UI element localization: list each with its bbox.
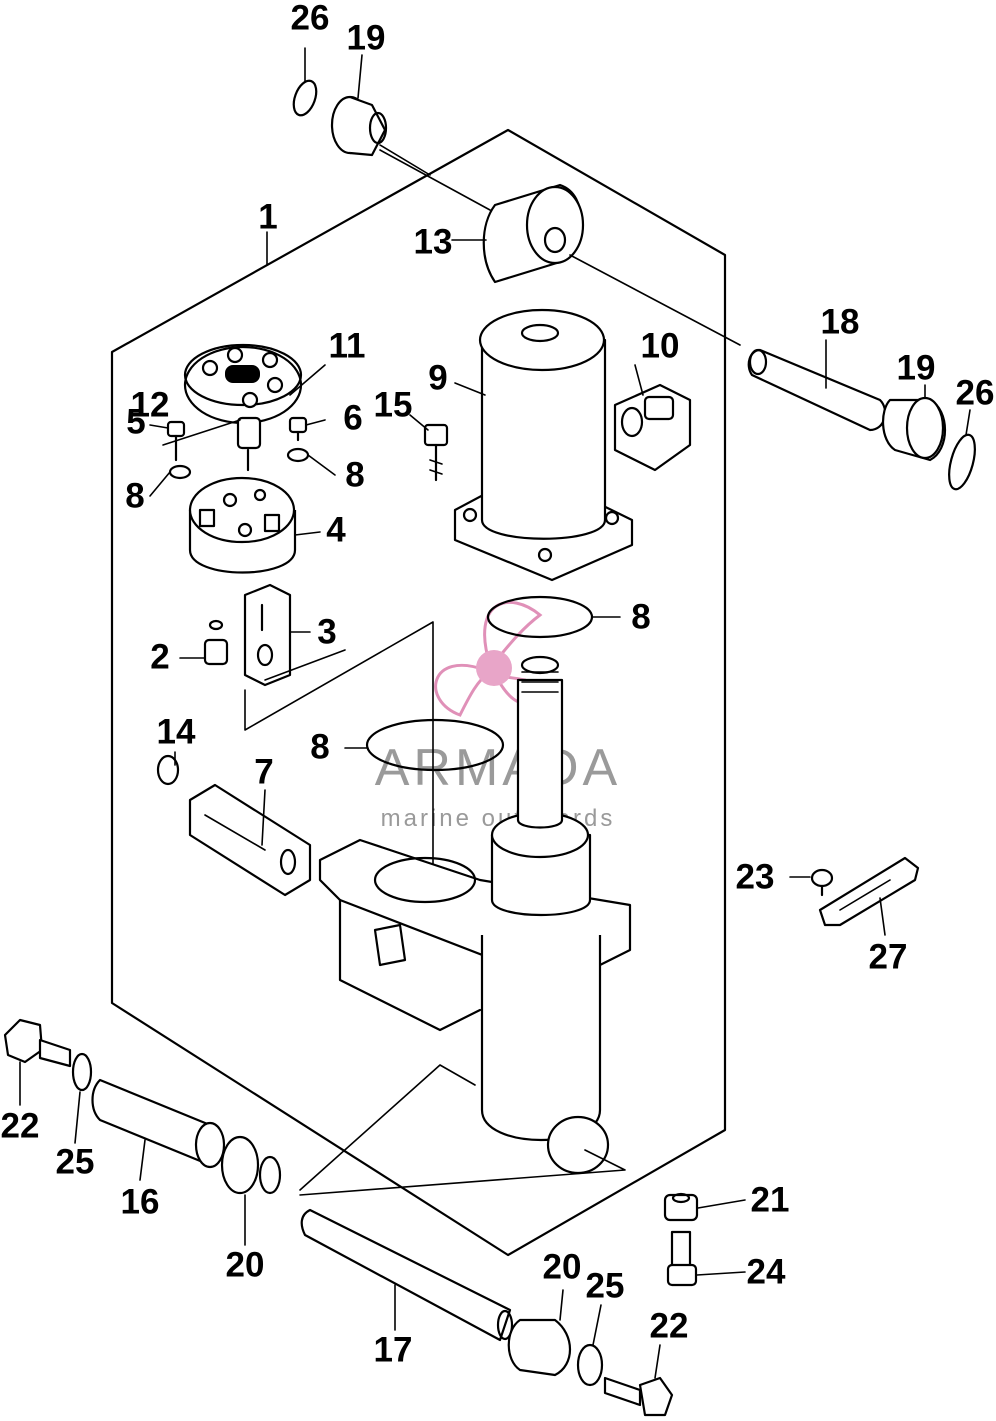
part-14-snap-ring bbox=[156, 754, 180, 786]
callout-4: 4 bbox=[326, 511, 346, 550]
part-10-fitting bbox=[613, 383, 692, 472]
callout-5: 5 bbox=[126, 403, 145, 442]
callout-23: 23 bbox=[736, 858, 775, 897]
part-19-right-bushing bbox=[882, 396, 947, 462]
callout-11: 11 bbox=[329, 327, 366, 366]
callout-18: 18 bbox=[821, 303, 860, 342]
part-20-left-bushing bbox=[220, 1135, 282, 1195]
callout-22-right: 22 bbox=[650, 1307, 689, 1346]
callout-19-top: 19 bbox=[347, 19, 386, 58]
part-16-collar bbox=[91, 1078, 226, 1169]
part-4-pump bbox=[188, 476, 297, 574]
callout-15: 15 bbox=[374, 386, 413, 425]
part-8-oring-mid bbox=[365, 718, 505, 772]
leader-lines bbox=[19, 47, 971, 1379]
part-25-left-washer bbox=[71, 1052, 93, 1092]
callout-6: 6 bbox=[343, 399, 362, 438]
callout-17: 17 bbox=[374, 1331, 413, 1370]
assembly-outline bbox=[110, 128, 727, 1257]
part-22-left-bolt bbox=[3, 1018, 72, 1068]
part-25-right-washer bbox=[576, 1343, 604, 1387]
callout-8-left-small: 8 bbox=[125, 477, 144, 516]
part-13-bushing bbox=[482, 183, 585, 284]
callout-24: 24 bbox=[747, 1253, 786, 1292]
part-17-pin bbox=[300, 1208, 514, 1342]
callout-26-top: 26 bbox=[291, 0, 330, 38]
part-8-oring-top bbox=[486, 595, 594, 639]
part-22-right-bolt bbox=[603, 1376, 674, 1417]
callout-21: 21 bbox=[751, 1181, 790, 1220]
callout-8-mid-oring: 8 bbox=[310, 728, 329, 767]
part-20-right-bushing bbox=[507, 1318, 571, 1377]
callout-22-left: 22 bbox=[1, 1107, 40, 1146]
callout-3: 3 bbox=[317, 613, 336, 652]
part-26-right-snap-ring bbox=[948, 433, 976, 491]
watermark: ARMADA marine outboards bbox=[375, 600, 617, 832]
callout-26-right: 26 bbox=[956, 374, 995, 413]
propeller-icon bbox=[434, 600, 543, 717]
part-24-bolt bbox=[666, 1230, 698, 1287]
callout-14: 14 bbox=[157, 713, 196, 752]
part-3-valve-block bbox=[243, 583, 292, 687]
part-7-valve bbox=[188, 783, 312, 897]
callout-16: 16 bbox=[121, 1183, 160, 1222]
part-19-top-bushing bbox=[330, 95, 388, 157]
part-2-plug bbox=[203, 619, 229, 666]
callout-7: 7 bbox=[254, 753, 273, 792]
callout-10: 10 bbox=[641, 327, 680, 366]
callout-13: 13 bbox=[414, 223, 453, 262]
part-6-screw bbox=[288, 416, 308, 442]
part-21-nut bbox=[663, 1192, 699, 1222]
callout-8-right-small: 8 bbox=[345, 456, 364, 495]
callout-2: 2 bbox=[150, 638, 169, 677]
part-15-screw bbox=[423, 423, 449, 482]
cylinder-assembly bbox=[318, 655, 632, 1175]
part-9-motor bbox=[453, 308, 634, 582]
callout-25-left: 25 bbox=[56, 1143, 95, 1182]
callout-25-right: 25 bbox=[586, 1267, 625, 1306]
part-18-pin bbox=[747, 348, 887, 432]
part-8-oring-small-right bbox=[286, 447, 310, 463]
part-23-screw bbox=[810, 868, 834, 897]
callout-20-left: 20 bbox=[226, 1246, 265, 1285]
callout-9: 9 bbox=[428, 359, 447, 398]
callout-12: 12 bbox=[131, 386, 170, 425]
part-11-plate bbox=[183, 343, 303, 425]
callout-27: 27 bbox=[869, 938, 908, 977]
part-8-oring-small-left bbox=[168, 464, 192, 480]
part-27-bracket bbox=[818, 856, 920, 927]
part-12-pin bbox=[236, 416, 262, 472]
callout-19-right: 19 bbox=[897, 349, 936, 388]
callout-1: 1 bbox=[258, 198, 277, 237]
callout-8-top-oring: 8 bbox=[631, 598, 650, 637]
callout-labels: 26 19 1 13 18 11 10 9 19 26 12 15 6 5 8 … bbox=[1, 0, 995, 1370]
part-26-top-snap-ring bbox=[292, 79, 318, 117]
callout-20-right: 20 bbox=[543, 1248, 582, 1287]
